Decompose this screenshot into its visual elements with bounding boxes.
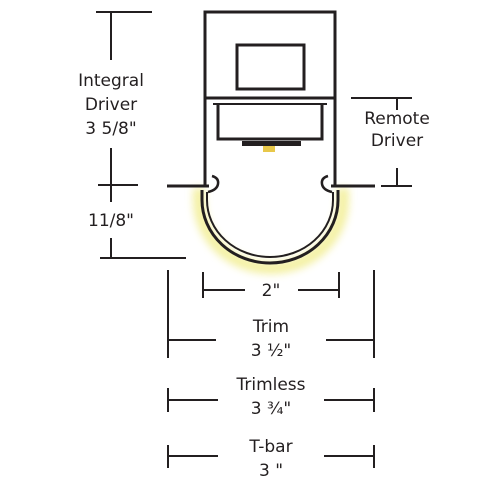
trim-clips bbox=[207, 174, 333, 194]
remote-driver-dimension bbox=[351, 97, 412, 187]
integral-height-dimension bbox=[96, 11, 152, 188]
integral-driver-value: 3 5/8" bbox=[85, 119, 137, 139]
tbar-dimension bbox=[167, 445, 375, 468]
shelf-bracket bbox=[206, 96, 334, 141]
width-2-dimension bbox=[202, 272, 340, 298]
light-glow bbox=[193, 188, 349, 274]
lens-height-value: 11/8" bbox=[88, 211, 134, 231]
integral-driver-box bbox=[235, 43, 306, 91]
remote-driver-label-line2: Driver bbox=[370, 131, 424, 151]
trimless-value: 3 ¾" bbox=[250, 399, 292, 419]
tbar-value: 3 " bbox=[258, 461, 284, 481]
width-2-value: 2" bbox=[261, 281, 281, 301]
trimless-label: Trimless bbox=[236, 375, 306, 395]
integral-driver-label-line2: Driver bbox=[84, 95, 138, 115]
trim-value: 3 ½" bbox=[250, 341, 292, 361]
trim-label: Trim bbox=[252, 317, 290, 337]
integral-driver-label-line1: Integral bbox=[78, 71, 144, 91]
led-board bbox=[242, 141, 301, 146]
trimless-dimension bbox=[167, 388, 375, 412]
trim-dimension bbox=[167, 270, 375, 358]
lens bbox=[200, 190, 340, 265]
housing bbox=[203, 10, 337, 188]
tbar-label: T-bar bbox=[249, 437, 293, 457]
lens-height-dimension bbox=[100, 188, 186, 259]
led-chip bbox=[263, 146, 275, 152]
remote-driver-label-line1: Remote bbox=[364, 109, 430, 129]
